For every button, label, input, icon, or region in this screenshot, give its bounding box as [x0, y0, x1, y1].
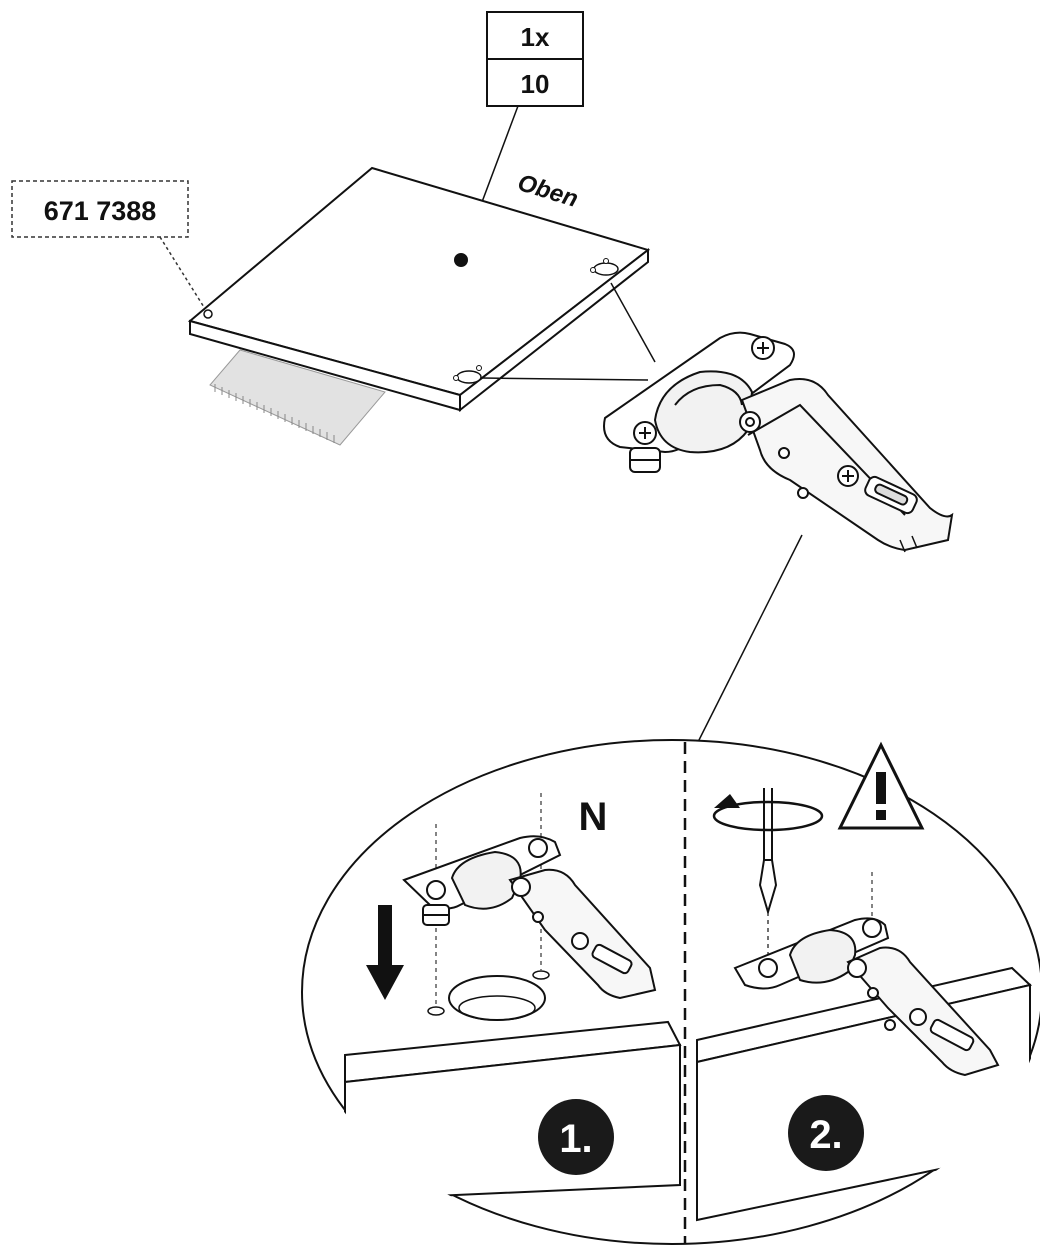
detail-leader: [697, 534, 803, 743]
warning-triangle-icon: [837, 741, 925, 830]
orientation-label: Oben: [515, 169, 582, 213]
cup-hole-top: [590, 258, 619, 276]
panel-grain: [209, 349, 386, 446]
item-number-label: 10: [521, 69, 550, 99]
step-1-illustration: N 1.: [366, 793, 657, 1175]
panel-hole: [203, 309, 213, 319]
step-2-badge: 2.: [788, 1095, 864, 1171]
hinge-leader-bottom: [481, 377, 649, 381]
quantity-box: 1x 10: [486, 11, 584, 107]
hinge-main: [603, 331, 954, 553]
step-1-badge: 1.: [538, 1099, 614, 1175]
part-number-label: 671 7388: [44, 196, 157, 226]
part-number-leader: [159, 236, 208, 313]
svg-text:2.: 2.: [809, 1113, 842, 1157]
down-arrow-icon: [366, 905, 404, 1000]
quantity-label: 1x: [521, 22, 550, 52]
door-panel: Oben: [187, 166, 651, 446]
svg-text:1.: 1.: [559, 1117, 592, 1161]
panel-center-dot: [454, 253, 468, 267]
detail-view: N 1.: [301, 739, 1040, 1245]
detail-letter: N: [579, 795, 608, 839]
screwdriver-icon: [758, 788, 778, 965]
step-2-illustration: 2.: [712, 741, 1000, 1171]
hinge-leader-top: [610, 282, 656, 363]
cup-hole-bottom: [453, 365, 482, 384]
part-number-box: 671 7388: [11, 180, 189, 238]
rotate-arrow-icon: [712, 794, 824, 832]
